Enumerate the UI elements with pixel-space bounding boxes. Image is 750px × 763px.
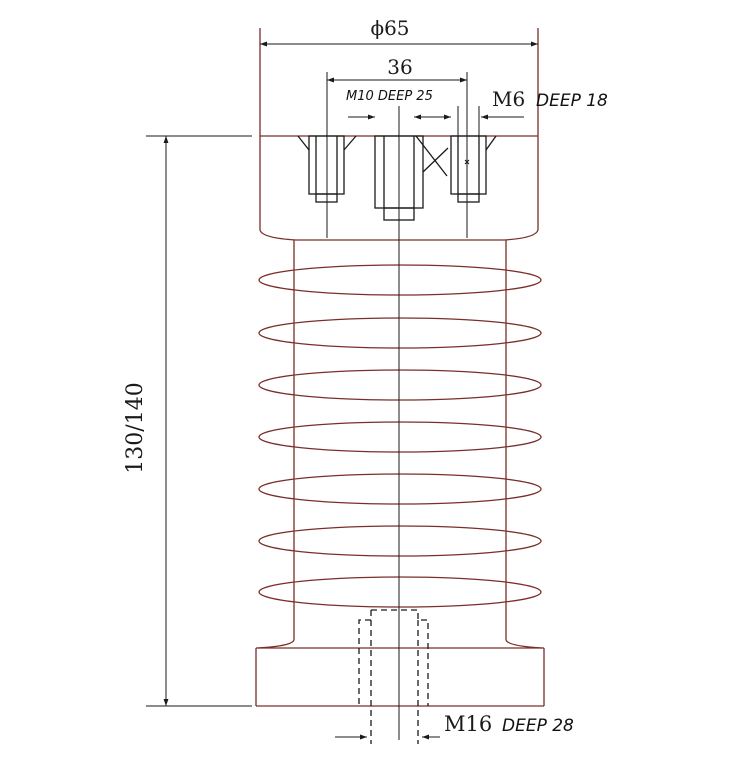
shed: [258, 525, 542, 557]
top-holes: [297, 135, 497, 221]
diameter-dimension: ϕ65: [260, 16, 538, 47]
bottom-thread-depth-label: DEEP 28: [502, 716, 574, 736]
bottom-thread-size-label: M16: [444, 712, 492, 736]
shed: [258, 473, 542, 505]
shed: [258, 576, 542, 608]
spacing-label: 36: [387, 55, 412, 79]
insulator-body: [255, 240, 545, 707]
shed: [258, 421, 542, 453]
height-dimension: 130/140: [123, 135, 252, 707]
shed: [258, 369, 542, 401]
sheds: [258, 264, 542, 608]
spacing-dimension: 36: [326, 55, 468, 238]
center-thread-label: M10 DEEP 25: [346, 89, 433, 104]
shed: [258, 317, 542, 349]
diameter-label: ϕ65: [370, 16, 409, 40]
side-thread-depth-label: DEEP 18: [536, 91, 608, 111]
top-thread-arrows: [348, 106, 524, 136]
bottom-hole: [358, 609, 429, 744]
bottom-thread-callout: M16 DEEP 28: [335, 712, 574, 740]
shed: [258, 264, 542, 296]
height-label: 130/140: [123, 382, 148, 473]
side-thread-size-label: M6: [492, 87, 525, 111]
